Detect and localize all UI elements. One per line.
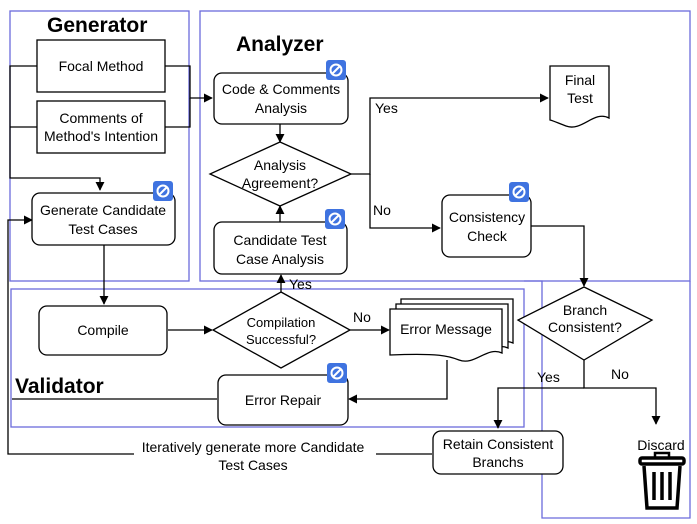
compilation-successful-decision: Compilation Successful? [211, 291, 352, 369]
edge-agreement-yes [351, 93, 549, 175]
comments-label-line2: Method's Intention [44, 128, 158, 144]
edge-label-no-consistency: No [373, 202, 391, 218]
comments-label-line1: Comments of [59, 110, 142, 126]
analyzer-frame [199, 10, 691, 282]
edge-consistency-to-branch [531, 225, 589, 287]
consistency-check-node: Consistency Check [441, 181, 532, 258]
discard-label: Discard [637, 437, 684, 453]
generator-title: Generator [47, 14, 147, 37]
focal-method-label: Focal Method [59, 58, 144, 74]
edge-label-yes-branch: Yes [537, 369, 560, 385]
edge-agreement-no [369, 174, 441, 233]
error-repair-node: Error Repair [217, 362, 349, 426]
error-repair-label: Error Repair [245, 392, 322, 408]
candidate-analysis-label-line2: Case Analysis [236, 251, 324, 267]
branch-label-line1: Branch [563, 302, 607, 318]
edge-branch-no [583, 360, 661, 425]
agreement-label-line1: Analysis [254, 157, 306, 173]
final-test-label-line2: Test [567, 90, 593, 106]
comments-node: Comments of Method's Intention [36, 100, 166, 154]
generate-candidate-node: Generate Candidate Test Cases [31, 180, 176, 246]
edge-label-yes-compile: Yes [289, 276, 312, 292]
focal-method-node: Focal Method [36, 39, 166, 93]
openai-logo-icon [152, 180, 174, 202]
validator-title: Validator [15, 375, 104, 398]
compile-node: Compile [38, 305, 168, 356]
code-comments-label-line2: Analysis [255, 100, 307, 116]
edge-label-no-compile: No [353, 309, 371, 325]
analysis-agreement-decision: Analysis Agreement? [208, 141, 353, 207]
analyzer-extension-frame [524, 280, 691, 519]
error-message-label: Error Message [400, 321, 492, 337]
branch-consistent-decision: Branch Consistent? [516, 286, 654, 361]
edge-focal-left [9, 65, 105, 191]
agreement-label-line2: Agreement? [242, 175, 318, 191]
consistency-label-line2: Check [467, 228, 508, 244]
compilation-label-line1: Compilation [247, 315, 316, 330]
branch-label-line2: Consistent? [548, 319, 622, 335]
openai-logo-icon [324, 208, 346, 230]
compile-label: Compile [77, 322, 129, 338]
retain-consistent-node: Retain Consistent Branchs [432, 430, 564, 475]
error-message-node: Error Message [389, 298, 514, 362]
final-test-label-line1: Final [565, 72, 595, 88]
generate-label-line2: Test Cases [68, 221, 137, 237]
validator-frame [10, 288, 525, 428]
edge-label-no-branch: No [611, 366, 629, 382]
trash-can-icon [638, 451, 686, 510]
edge-comments-right [165, 98, 191, 128]
openai-logo-icon [325, 59, 347, 81]
candidate-analysis-label-line1: Candidate Test [233, 232, 326, 248]
candidate-analysis-node: Candidate Test Case Analysis [213, 208, 348, 275]
openai-logo-icon [508, 181, 530, 203]
edge-focal-right [165, 65, 213, 103]
edge-message-to-repair [348, 360, 448, 404]
edge-label-iterate-line1: Iteratively generate more Candidate [142, 439, 365, 455]
final-test-node: Final Test [549, 65, 610, 128]
consistency-label-line1: Consistency [449, 209, 525, 225]
edge-label-iterate-line2: Test Cases [218, 457, 287, 473]
compilation-label-line2: Successful? [246, 332, 316, 347]
openai-logo-icon [326, 362, 348, 384]
retain-label-line2: Branchs [472, 454, 523, 470]
generate-label-line1: Generate Candidate [40, 202, 166, 218]
code-comments-label-line1: Code & Comments [222, 81, 340, 97]
retain-label-line1: Retain Consistent [443, 436, 554, 452]
edge-branch-yes [493, 387, 584, 429]
edge-label-yes-final: Yes [375, 100, 398, 116]
code-comments-analysis-node: Code & Comments Analysis [213, 59, 349, 125]
analyzer-title: Analyzer [236, 33, 324, 56]
